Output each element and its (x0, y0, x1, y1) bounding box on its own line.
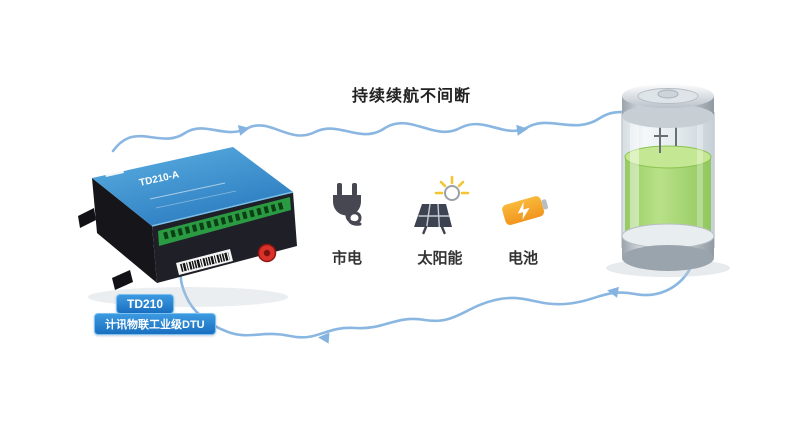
plug-prong-left (337, 183, 342, 196)
arrow-right-1 (237, 125, 250, 136)
battery-glass-highlight-left (630, 116, 639, 246)
panel-grid (418, 203, 450, 228)
device-spec-line-1 (149, 182, 226, 200)
panel-legs (422, 225, 446, 235)
battery-glass-highlight-right (697, 116, 703, 246)
terminal-pins (163, 201, 286, 240)
battery-top-terminal (657, 89, 679, 99)
device-flange-bottom (112, 270, 133, 290)
arrow-left-2 (318, 332, 330, 344)
diagram-title: 持续续航不间断 (352, 88, 472, 105)
arrow-left-1 (607, 286, 619, 298)
device-type-badge: 计讯物联工业级DTU (94, 313, 216, 335)
device-side-face (92, 178, 157, 283)
power-source-label-battery: 电池 (507, 250, 538, 267)
flow-arrows (237, 124, 619, 344)
big-battery-illustration (606, 84, 730, 277)
arrow-right-2 (516, 124, 528, 136)
battery-liquid-surface (624, 145, 712, 169)
sun-rays (434, 175, 470, 195)
sun-disc (444, 185, 460, 201)
solar-panel-icon (414, 175, 470, 235)
device-top-face (92, 147, 293, 226)
battery-top-cap-bottom-rim (622, 104, 714, 128)
barcode-bars (180, 252, 230, 272)
power-source-label-solar: 太阳能 (417, 250, 463, 267)
plug-cord (345, 211, 362, 226)
device-logo-mark (104, 166, 124, 177)
battery-icon-cap (541, 199, 549, 210)
battery-icon (502, 196, 549, 226)
battery-bottom-cap-base (622, 245, 714, 271)
plug-body (333, 195, 361, 216)
antenna-knob-center (263, 249, 271, 257)
plug-prong-right (352, 183, 357, 196)
power-source-label-mains: 市电 (331, 250, 362, 267)
device-flange-left (78, 208, 96, 228)
battery-bottom-cap-top-rim (621, 223, 715, 249)
plug-icon (333, 183, 362, 226)
battery-icon-bolt (517, 201, 530, 220)
flow-line-top (111, 110, 641, 153)
dtu-device-illustration: TD210-A (78, 147, 297, 307)
device-edge-highlight (151, 191, 294, 227)
device-model-badge: TD210 (116, 294, 175, 314)
device-spec-line-2 (155, 190, 237, 209)
